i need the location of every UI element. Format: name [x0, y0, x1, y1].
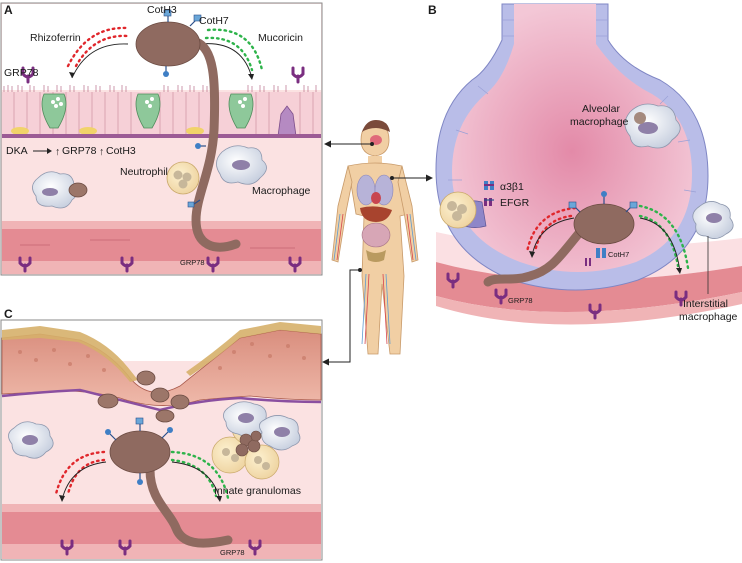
dka-grp78-label: GRP78 — [62, 145, 97, 157]
fungus-a — [135, 9, 241, 252]
macrophage-label-a: Macrophage — [252, 185, 311, 197]
integrin-icon — [484, 181, 494, 190]
panel-a-letter: A — [4, 3, 13, 17]
egfr-label: EFGR — [500, 197, 530, 209]
iron-arc-c — [54, 450, 106, 496]
macrophage-a-right — [216, 145, 267, 185]
coth7-label-a: CotH7 — [199, 15, 229, 27]
grp78-receptors-b — [446, 272, 688, 320]
iron-arc-b — [525, 206, 577, 254]
up-arrow-icon: ↑ — [99, 146, 104, 158]
fungus-b — [483, 191, 638, 287]
spore-a — [68, 182, 88, 198]
alveolar-macrophage-label-2: macrophage — [570, 116, 629, 128]
neutrophil-a — [166, 161, 200, 195]
grp78-receptors-a — [18, 66, 305, 273]
macrophage-c-left — [8, 421, 54, 459]
mucoricin-arc — [204, 28, 264, 72]
panel-c-letter: C — [4, 307, 13, 321]
interstitial-macrophage-cell — [692, 201, 734, 239]
panel-c: C Innate granulomas GRP78 — [0, 307, 323, 561]
grp78-label-a: GRP78 — [4, 67, 39, 79]
toxin-arc-c — [170, 450, 230, 500]
dka-coth3-label: CotH3 — [106, 145, 136, 157]
rhizoferrin-label: Rhizoferrin — [30, 32, 81, 44]
granuloma — [211, 401, 301, 480]
mucoricin-arrow — [199, 43, 253, 79]
panel-b: B — [428, 3, 742, 325]
panel-b-letter: B — [428, 3, 437, 17]
grp78-label-a-bottom: GRP78 — [180, 258, 205, 267]
neutrophil-b — [439, 191, 477, 229]
human-body — [331, 120, 419, 355]
connector-arrows — [324, 143, 430, 363]
spores-c — [97, 370, 190, 423]
panel-a-vessel — [2, 221, 321, 274]
coth7-label-b: CotH7 — [608, 250, 629, 259]
grp78-label-c: GRP78 — [220, 548, 245, 557]
mucoricin-label: Mucoricin — [258, 32, 303, 44]
egfr-icon — [484, 198, 494, 206]
panel-a: A CotH3 CotH7 Rhizoferrin Mucoricin GRP7… — [0, 2, 323, 276]
alveolar-macrophage-cell — [624, 103, 681, 149]
interstitial-macrophage-label-2: macrophage — [679, 311, 738, 323]
fungus-c — [105, 417, 233, 548]
granulomas-label: Innate granulomas — [214, 485, 301, 497]
integrin-label: α3β1 — [500, 181, 524, 193]
rhizoferrin-arc — [66, 26, 130, 68]
dka-label: DKA — [6, 145, 28, 157]
macrophage-a-left — [32, 171, 79, 209]
grp78-receptors-c — [60, 539, 262, 556]
interstitial-macrophage-label-1: Interstitial — [683, 298, 728, 310]
alveolar-macrophage-label-1: Alveolar — [582, 103, 620, 115]
rhizoferrin-arrow — [71, 43, 129, 79]
grp78-label-b: GRP78 — [508, 296, 533, 305]
up-arrow-icon: ↑ — [55, 146, 60, 158]
coth3-label-a: CotH3 — [147, 4, 177, 16]
neutrophil-label: Neutrophil — [120, 166, 168, 178]
panel-a-epithelium — [2, 85, 321, 138]
